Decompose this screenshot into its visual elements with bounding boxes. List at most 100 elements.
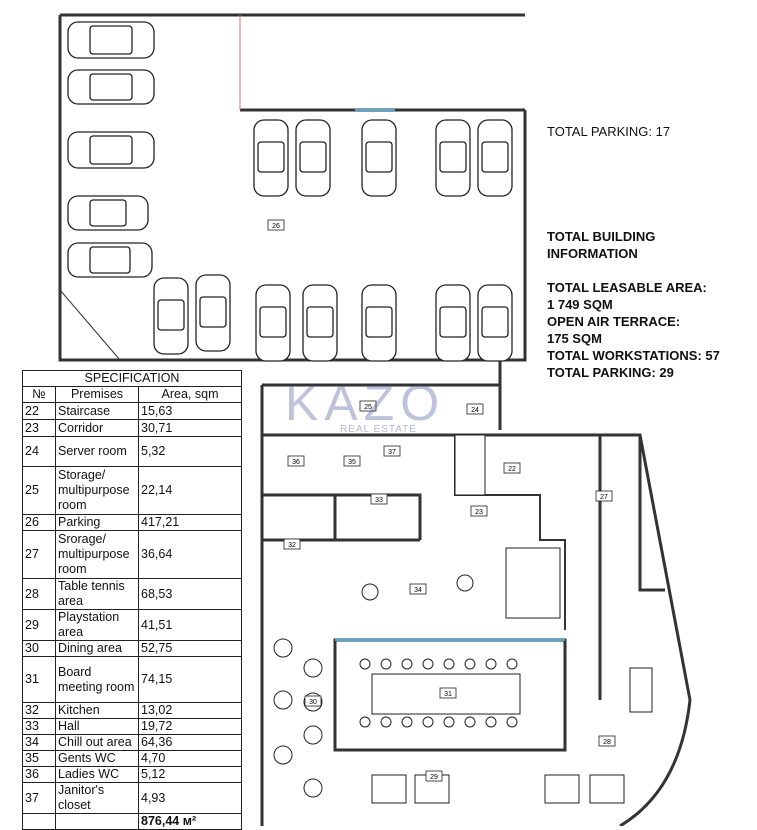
room-number-label: 32 [288, 542, 296, 549]
room-number-label: 24 [471, 407, 479, 414]
spec-premises: Hall [55, 718, 139, 735]
watermark-subtitle: REAL ESTATE [340, 424, 417, 435]
leasable-label: TOTAL LEASABLE AREA: [547, 280, 707, 295]
room-label-box [425, 770, 443, 782]
spec-premises: Srorage/ multipurpose room [55, 530, 139, 579]
terrace-value: 175 SQM [547, 331, 602, 346]
coffee-table [456, 574, 474, 592]
spec-number: 23 [22, 419, 56, 437]
leasable-value: 1 749 SQM [547, 297, 613, 312]
room-number-label: 31 [444, 691, 452, 698]
dining-table [303, 725, 323, 745]
dining-table [273, 745, 293, 765]
room-label-box [287, 455, 305, 467]
car-roof [306, 306, 334, 338]
terrace-label: OPEN AIR TERRACE: [547, 314, 681, 329]
room-number-label: 36 [292, 459, 300, 466]
room-number-label: 22 [508, 466, 516, 473]
spec-number: 37 [22, 782, 56, 814]
spec-area: 64,36 [138, 734, 242, 751]
chair-icon [443, 716, 455, 728]
room-number-label: 29 [430, 774, 438, 781]
building-info-title: TOTAL BUILDING INFORMATION [547, 229, 656, 261]
spec-number: 35 [22, 750, 56, 767]
spec-title: SPECIFICATION [22, 370, 242, 387]
chair-icon [422, 658, 434, 670]
armchair [589, 774, 625, 804]
room-number-label: 23 [475, 509, 483, 516]
car-roof [89, 135, 133, 165]
chair-icon [380, 658, 392, 670]
chair-icon [401, 716, 413, 728]
spec-number: 30 [22, 640, 56, 657]
spec-number: 29 [22, 609, 56, 641]
room-number-label: 28 [603, 739, 611, 746]
car-roof [89, 73, 133, 101]
room-label-box [383, 445, 401, 457]
chair-icon [359, 658, 371, 670]
car-roof [89, 246, 131, 274]
spec-area: 68,53 [138, 578, 242, 610]
car-roof [439, 141, 467, 173]
room-label-box [470, 505, 488, 517]
chair-icon [401, 658, 413, 670]
spec-premises: Corridor [55, 419, 139, 437]
spec-number: 22 [22, 402, 56, 420]
chair-icon [464, 658, 476, 670]
parking-total: TOTAL PARKING: 29 [547, 365, 674, 380]
chair-icon [359, 716, 371, 728]
room-label-box [466, 403, 484, 415]
room-label-box [267, 219, 285, 231]
spec-premises: Server room [55, 436, 139, 467]
chair-icon [380, 716, 392, 728]
sofa [505, 547, 561, 619]
chair-icon [506, 658, 518, 670]
room-number-label: 25 [364, 404, 372, 411]
workstations-total: TOTAL WORKSTATIONS: 57 [547, 348, 720, 363]
room-label-box [503, 462, 521, 474]
room-label-box [283, 538, 301, 550]
dining-table [303, 658, 323, 678]
spec-number: 32 [22, 702, 56, 719]
room-number-label: 33 [375, 497, 383, 504]
car-roof [199, 296, 227, 328]
spec-number: 28 [22, 578, 56, 610]
spec-premises: Kitchen [55, 702, 139, 719]
col-number: № [22, 386, 56, 403]
spec-area: 5,12 [138, 766, 242, 783]
spec-area: 41,51 [138, 609, 242, 641]
spec-area: 52,75 [138, 640, 242, 657]
spec-number: 25 [22, 466, 56, 515]
col-area: Area, sqm [138, 386, 242, 403]
spec-area: 22,14 [138, 466, 242, 515]
room-label-box [439, 687, 457, 699]
spec-premises: Janitor's closet [55, 782, 139, 814]
spec-premises: Parking [55, 514, 139, 531]
chair-icon [422, 716, 434, 728]
col-premises: Premises [55, 386, 139, 403]
room-label-box [595, 490, 613, 502]
spec-area: 74,15 [138, 656, 242, 703]
spec-number: 34 [22, 734, 56, 751]
room-label-box [359, 400, 377, 412]
spec-number: 24 [22, 436, 56, 467]
dining-table [273, 638, 293, 658]
room-number-label: 26 [272, 223, 280, 230]
watermark-logo: KAZO [285, 375, 446, 431]
spec-area: 4,70 [138, 750, 242, 767]
room-label-box [370, 493, 388, 505]
parking-summary: TOTAL PARKING: 17 [547, 124, 671, 139]
